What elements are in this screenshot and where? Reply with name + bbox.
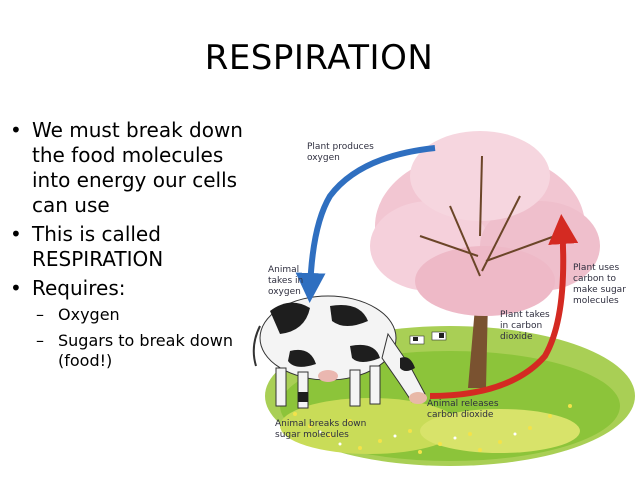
oxygen-arrow <box>295 145 436 303</box>
bullet-text: This is called RESPIRATION <box>32 222 164 271</box>
sub-bullet-list: – Oxygen – Sugars to break down (food!) <box>32 305 260 371</box>
bullet-text: We must break down the food molecules in… <box>32 118 243 217</box>
bullet-list: • We must break down the food molecules … <box>10 118 260 377</box>
carbon-dioxide-arrow <box>429 214 579 399</box>
bullet-glyph: • <box>10 118 22 142</box>
bullet-item: • We must break down the food molecules … <box>10 118 260 218</box>
grazing-cow <box>252 295 427 409</box>
label-animal-releases-carbon-dioxide: Animal releases carbon dioxide <box>427 399 501 420</box>
label-animal-takes-in-oxygen: Animal takes in oxygen <box>268 265 306 297</box>
dash-glyph: – <box>36 331 44 350</box>
sub-bullet-item: – Sugars to break down (food!) <box>32 331 260 371</box>
label-plant-uses-carbon: Plant uses carbon to make sugar molecule… <box>573 263 629 306</box>
respiration-illustration: Plant produces oxygen Animal takes in ox… <box>252 131 635 466</box>
label-plant-takes-in-carbon-dioxide: Plant takes in carbon dioxide <box>500 310 553 342</box>
label-animal-breaks-down-sugar: Animal breaks down sugar molecules <box>275 419 369 440</box>
sub-bullet-item: – Oxygen <box>32 305 260 325</box>
blossom-tree <box>370 131 600 388</box>
bullet-item: • Requires: – Oxygen – Sugars to break d… <box>10 276 260 371</box>
slide-title: RESPIRATION <box>204 38 434 78</box>
dash-glyph: – <box>36 305 44 324</box>
bullet-text: Requires: <box>32 276 126 300</box>
bullet-item: • This is called RESPIRATION <box>10 222 260 272</box>
label-plant-produces-oxygen: Plant produces oxygen <box>307 142 377 163</box>
bullet-glyph: • <box>10 222 22 246</box>
sub-bullet-text: Sugars to break down (food!) <box>58 331 233 370</box>
distant-cows <box>409 331 447 345</box>
sub-bullet-text: Oxygen <box>58 305 120 324</box>
bullet-glyph: • <box>10 276 22 300</box>
